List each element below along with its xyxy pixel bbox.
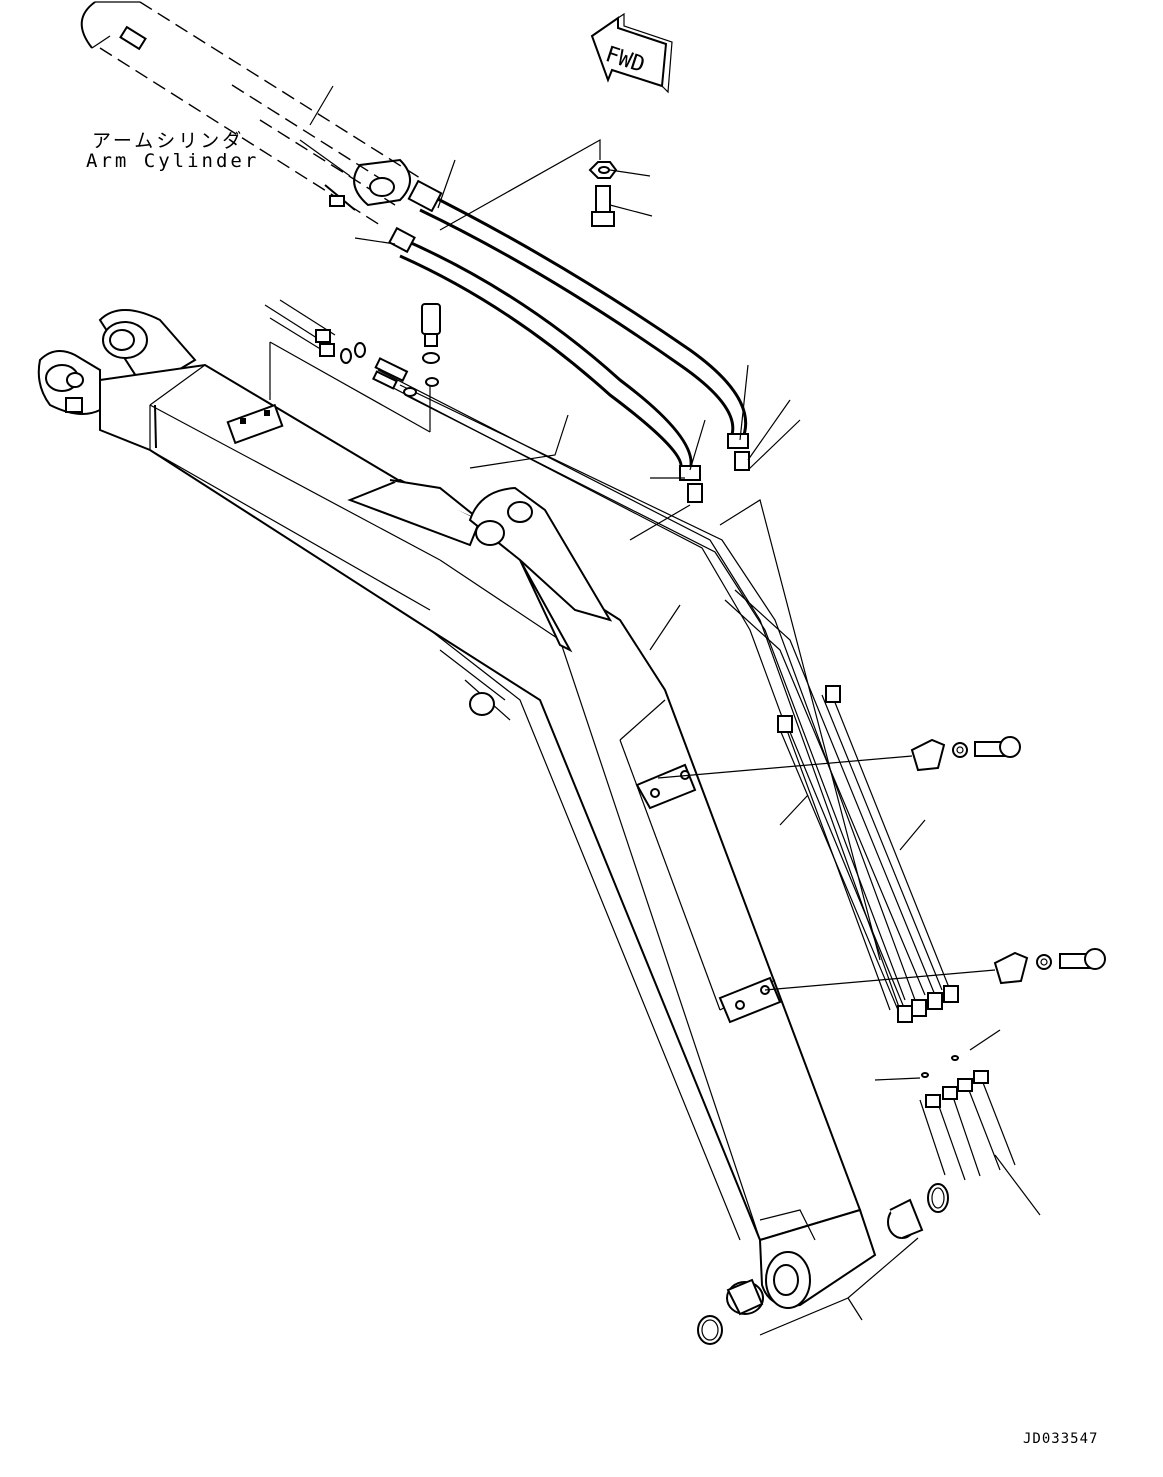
lower-hose-ends — [919, 1055, 1016, 1181]
leader-lines — [309, 85, 1041, 1321]
arm-cylinder-label-jp: アームシリンダ — [92, 130, 245, 152]
fittings-cluster — [264, 299, 439, 433]
upper-hoses — [388, 179, 750, 503]
arm-cylinder-label-en: Arm Cylinder — [86, 150, 260, 172]
top-bolt-set — [421, 161, 618, 364]
boom-pipes — [372, 357, 959, 1023]
boom-structure — [37, 309, 877, 1309]
fwd-arrow-label: FWD — [602, 42, 648, 78]
fwd-arrow-icon: FWD — [590, 12, 673, 94]
arm-cylinder — [80, 1, 421, 226]
drawing-id: JD033547 — [1023, 1431, 1099, 1447]
side-clamp-bolts — [910, 736, 1106, 985]
